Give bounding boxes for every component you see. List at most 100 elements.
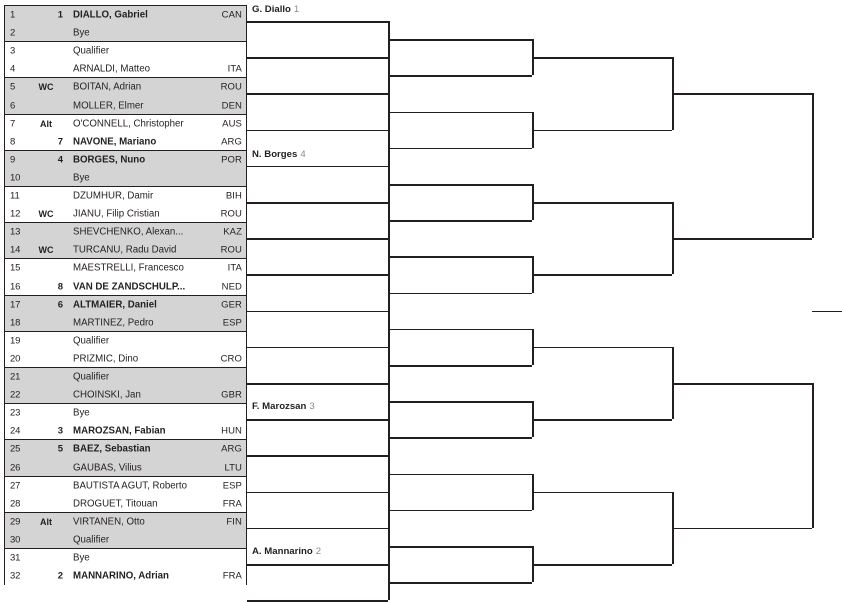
draw-player-name[interactable]: PRIZMIC, Dino <box>73 353 139 365</box>
draw-position: 18 <box>10 317 21 329</box>
draw-player-name[interactable]: ALTMAIER, Daniel <box>73 299 157 311</box>
bracket-r3-stem <box>672 202 674 275</box>
draw-player-name[interactable]: SHEVCHENKO, Alexan... <box>73 226 184 238</box>
bracket-r1-arm-top <box>247 346 388 349</box>
draw-player-name[interactable]: MAROZSAN, Fabian <box>73 425 166 437</box>
draw-player-name[interactable]: MANNARINO, Adrian <box>73 570 169 582</box>
draw-player-name[interactable]: O'CONNELL, Christopher <box>73 118 184 130</box>
draw-player-name[interactable]: Qualifier <box>73 371 110 383</box>
draw-player-name[interactable]: Bye <box>73 172 90 184</box>
draw-status: WC <box>38 82 54 93</box>
draw-player-name[interactable]: CHOINSKI, Jan <box>73 389 141 401</box>
draw-row[interactable]: 30 Qualifier <box>5 531 246 549</box>
draw-player-name[interactable]: DZUMHUR, Damir <box>73 190 154 202</box>
draw-player-name[interactable]: BAEZ, Sebastian <box>73 443 151 455</box>
bracket-final-stub <box>812 310 842 313</box>
bracket-r2-arm-bottom <box>388 220 532 222</box>
draw-player-name[interactable]: MAESTRELLI, Francesco <box>73 262 184 274</box>
draw-position: 12 <box>10 208 21 220</box>
bracket-r1-arm-top <box>247 455 388 458</box>
bracket-r2-arm-top <box>388 401 532 403</box>
draw-player-name[interactable]: JIANU, Filip Cristian <box>73 208 160 220</box>
draw-player-name[interactable]: Bye <box>73 27 90 39</box>
draw-player-name[interactable]: Qualifier <box>73 534 110 546</box>
draw-position: 17 <box>10 299 21 311</box>
draw-row[interactable]: 19 Qualifier <box>5 332 246 350</box>
draw-player-name[interactable]: DIALLO, Gabriel <box>73 9 148 21</box>
draw-country-code: FIN <box>226 516 242 528</box>
draw-player-name[interactable]: TURCANU, Radu David <box>73 244 177 256</box>
bracket-r2-arm-top <box>388 39 532 41</box>
draw-player-name[interactable]: Qualifier <box>73 45 110 57</box>
draw-country-code: ESP <box>222 480 242 492</box>
draw-seed: 6 <box>57 299 63 311</box>
bracket-r2-arm-bottom <box>388 75 532 77</box>
draw-player-name[interactable]: VIRTANEN, Otto <box>73 516 145 528</box>
draw-player-name[interactable]: BORGES, Nuno <box>73 154 146 166</box>
bracket-r1-arm-top <box>247 310 388 313</box>
bracket-r3-arm-top <box>532 491 672 494</box>
draw-player-name[interactable]: MARTINEZ, Pedro <box>73 317 154 329</box>
draw-player-name[interactable]: VAN DE ZANDSCHULP... <box>73 281 186 293</box>
draw-position: 4 <box>10 63 16 75</box>
draw-position: 6 <box>10 100 16 112</box>
draw-player-name[interactable]: BAUTISTA AGUT, Roberto <box>73 480 187 492</box>
draw-player-name[interactable]: Qualifier <box>73 335 110 347</box>
draw-player-name[interactable]: ARNALDI, Matteo <box>73 63 150 75</box>
advanced-player-seed: 4 <box>300 149 306 160</box>
draw-player-name[interactable]: MOLLER, Elmer <box>73 100 144 112</box>
draw-player-name[interactable]: NAVONE, Mariano <box>73 136 157 148</box>
draw-position: 19 <box>10 335 21 347</box>
draw-player-name[interactable]: Bye <box>73 552 90 564</box>
draw-position: 11 <box>10 190 20 202</box>
bracket-r2-stem <box>532 183 534 221</box>
draw-position: 30 <box>10 534 21 546</box>
draw-player-name[interactable]: DROGUET, Titouan <box>73 498 158 510</box>
draw-player-name[interactable]: Bye <box>73 407 90 419</box>
draw-player-name[interactable]: GAUBAS, Vilius <box>73 462 142 474</box>
draw-player-name[interactable]: BOITAN, Adrian <box>73 81 142 93</box>
